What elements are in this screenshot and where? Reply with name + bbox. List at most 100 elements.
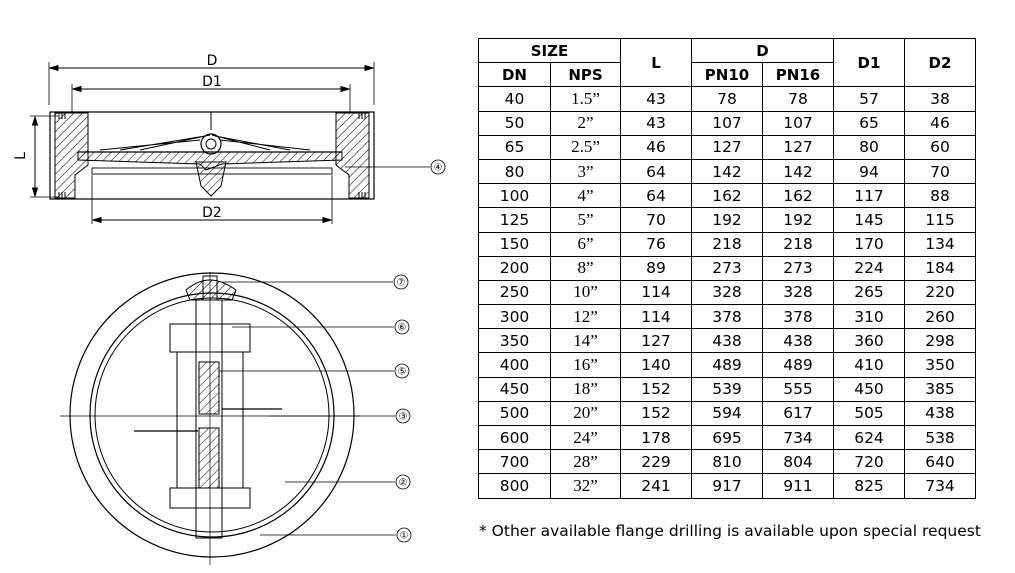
table-cell: 3” [550, 158, 621, 185]
table-cell: 328 [691, 279, 763, 306]
table-cell: 5” [550, 207, 621, 233]
table-cell: 178 [620, 424, 692, 451]
table-cell: 145 [833, 207, 905, 233]
table-cell: 46 [904, 110, 976, 136]
valve-technical-drawing: D D1 D2 L ④ [13, 53, 446, 565]
callout-3: ③ [399, 412, 408, 423]
table-cell: 10” [550, 279, 621, 306]
table-cell: 60 [904, 134, 976, 160]
table-cell: 38 [904, 86, 976, 112]
callout-4: ④ [434, 163, 443, 174]
table-cell: 917 [691, 473, 763, 499]
table-cell: 1.5” [550, 86, 621, 112]
header-nps: NPS [550, 62, 621, 88]
table-cell: 192 [762, 207, 834, 233]
table-cell: 555 [762, 376, 834, 402]
table-cell: 134 [904, 231, 976, 257]
table-cell: 88 [904, 183, 976, 209]
table-cell: 911 [762, 473, 834, 499]
table-cell: 2.5” [550, 134, 621, 160]
table-cell: 14” [550, 328, 621, 354]
table-cell: 115 [904, 207, 976, 233]
table-cell: 125 [478, 207, 551, 233]
table-cell: 65 [478, 134, 551, 160]
table-cell: 273 [762, 255, 834, 281]
table-cell: 220 [904, 279, 976, 306]
table-cell: 489 [691, 352, 763, 378]
table-cell: 43 [620, 110, 692, 136]
table-cell: 378 [762, 304, 834, 330]
table-cell: 298 [904, 328, 976, 354]
table-cell: 107 [762, 110, 834, 136]
front-view [60, 272, 412, 565]
table-cell: 218 [762, 231, 834, 257]
dimension-d-label: D [207, 53, 218, 69]
table-cell: 50 [478, 110, 551, 136]
table-cell: 500 [478, 400, 551, 427]
table-cell: 200 [478, 255, 551, 281]
table-cell: 328 [762, 279, 834, 306]
table-cell: 64 [620, 183, 692, 209]
table-cell: 16” [550, 352, 621, 378]
table-cell: 505 [833, 400, 905, 427]
table-cell: 100 [478, 183, 551, 209]
table-cell: 192 [691, 207, 763, 233]
table-cell: 489 [762, 352, 834, 378]
table-cell: 46 [620, 134, 692, 160]
table-cell: 720 [833, 449, 905, 475]
table-cell: 438 [762, 328, 834, 354]
table-cell: 57 [833, 86, 905, 112]
table-cell: 162 [691, 183, 763, 209]
callout-7: ⑦ [397, 278, 406, 289]
table-cell: 229 [620, 449, 692, 475]
table-cell: 385 [904, 376, 976, 402]
table-cell: 300 [478, 304, 551, 330]
table-cell: 20” [550, 400, 621, 427]
table-cell: 152 [620, 400, 692, 427]
table-cell: 18” [550, 376, 621, 402]
table-cell: 117 [833, 183, 905, 209]
table-cell: 43 [620, 86, 692, 112]
callout-5: ⑤ [398, 367, 407, 378]
table-cell: 12” [550, 304, 621, 330]
header-d1: D1 [833, 37, 905, 88]
table-cell: 127 [691, 134, 763, 160]
table-cell: 152 [620, 376, 692, 402]
header-l: L [620, 37, 692, 88]
table-cell: 378 [691, 304, 763, 330]
table-cell: 40 [478, 86, 551, 112]
callout-1: ① [400, 531, 409, 542]
table-cell: 810 [691, 449, 763, 475]
table-cell: 260 [904, 304, 976, 330]
table-cell: 600 [478, 424, 551, 451]
table-cell: 140 [620, 352, 692, 378]
table-cell: 114 [620, 304, 692, 330]
table-cell: 114 [620, 279, 692, 306]
table-cell: 127 [762, 134, 834, 160]
table-cell: 24” [550, 424, 621, 451]
table-cell: 127 [620, 328, 692, 354]
header-d2: D2 [904, 37, 976, 88]
table-cell: 700 [478, 449, 551, 475]
table-cell: 273 [691, 255, 763, 281]
table-cell: 538 [904, 424, 976, 451]
table-cell: 70 [904, 158, 976, 185]
table-cell: 80 [478, 158, 551, 185]
header-size: SIZE [478, 37, 621, 64]
table-cell: 162 [762, 183, 834, 209]
table-cell: 734 [904, 473, 976, 499]
table-cell: 65 [833, 110, 905, 136]
table-cell: 170 [833, 231, 905, 257]
header-d: D [691, 37, 834, 64]
